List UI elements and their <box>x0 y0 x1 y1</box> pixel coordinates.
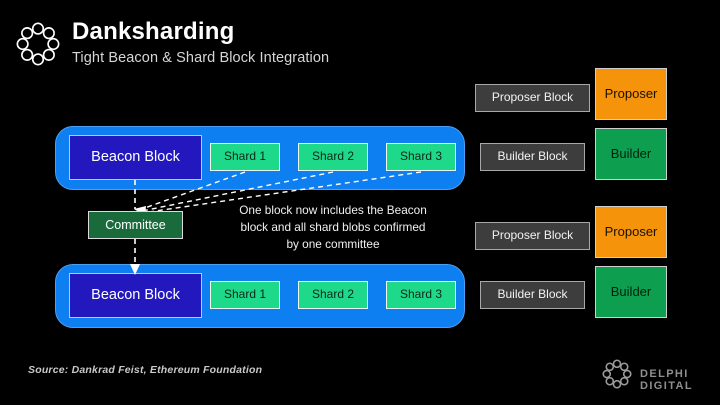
builder-block-upper[interactable]: Builder Block <box>480 143 585 171</box>
beacon-block-lower[interactable]: Beacon Block <box>69 273 202 318</box>
proposer-actor-upper[interactable]: Proposer <box>595 68 667 120</box>
source-credit: Source: Dankrad Feist, Ethereum Foundati… <box>28 364 263 376</box>
beacon-block-upper[interactable]: Beacon Block <box>69 135 202 180</box>
proposer-actor-lower[interactable]: Proposer <box>595 206 667 258</box>
builder-actor-upper[interactable]: Builder <box>595 128 667 180</box>
annotation-line-3: by one committee <box>286 236 380 251</box>
builder-actor-lower[interactable]: Builder <box>595 266 667 318</box>
shard-box-lower-1[interactable]: Shard 1 <box>210 281 280 309</box>
page-subtitle: Tight Beacon & Shard Block Integration <box>72 50 330 66</box>
shard-box-lower-3[interactable]: Shard 3 <box>386 281 456 309</box>
builder-block-lower[interactable]: Builder Block <box>480 281 585 309</box>
shard-box-upper-1[interactable]: Shard 1 <box>210 143 280 171</box>
page-title: Danksharding <box>72 18 235 45</box>
annotation-text: One block now includes the Beacon block … <box>222 202 444 252</box>
delphi-ring-icon <box>16 22 60 66</box>
proposer-block-upper[interactable]: Proposer Block <box>475 84 590 112</box>
brand-wordmark: DELPHI DIGITAL <box>640 368 693 392</box>
annotation-line-1: One block now includes the Beacon <box>239 203 427 217</box>
shard-box-lower-2[interactable]: Shard 2 <box>298 281 368 309</box>
annotation-line-2: block and all shard blobs confirmed <box>240 219 426 234</box>
shard-box-upper-2[interactable]: Shard 2 <box>298 143 368 171</box>
proposer-block-lower[interactable]: Proposer Block <box>475 222 590 250</box>
shard-box-upper-3[interactable]: Shard 3 <box>386 143 456 171</box>
committee-box[interactable]: Committee <box>88 211 183 239</box>
delphi-ring-icon <box>602 359 632 389</box>
